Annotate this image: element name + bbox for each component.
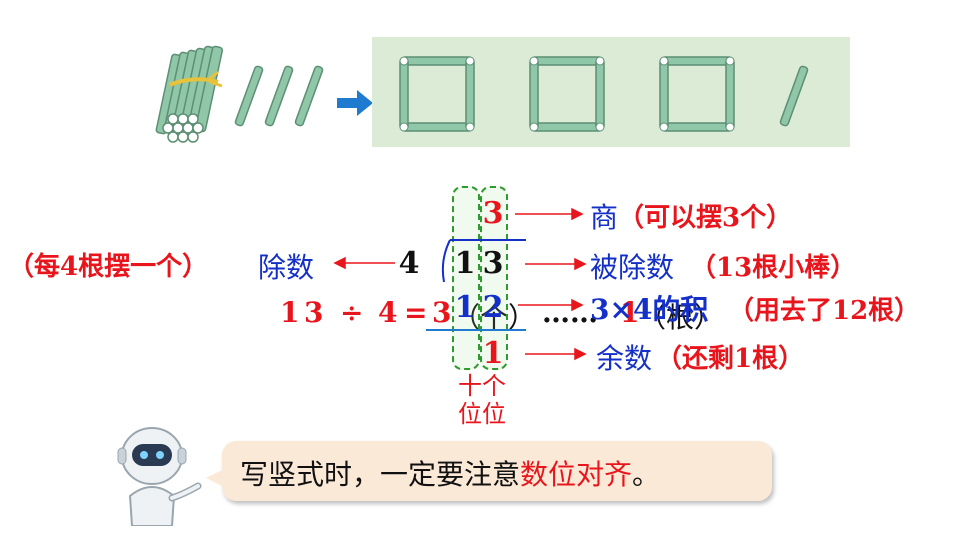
equation-remainder: 1 — [620, 296, 640, 329]
place-value-label: 十个 位位 — [452, 372, 512, 428]
arrow-remainder-icon — [525, 347, 587, 361]
arrow-divisor-icon — [333, 256, 395, 270]
stick-square-2-icon — [529, 56, 605, 132]
equation-divisor: 4 — [378, 296, 398, 329]
loose-sticks-icon — [234, 65, 324, 127]
product-ones-digit: 2 — [482, 290, 504, 325]
dividend-ones-digit: 3 — [482, 246, 504, 281]
leftover-stick-icon — [779, 65, 809, 127]
squares-panel — [372, 37, 850, 147]
equation-equals-sign: = — [404, 296, 428, 329]
dividend-tens-digit: 1 — [454, 246, 476, 281]
stick-bundle-icon — [155, 45, 224, 143]
speech-tail-icon — [206, 468, 226, 488]
arrow-right-icon — [337, 90, 373, 116]
equation-unit-ge: （个） — [452, 301, 537, 334]
ones-column-box — [480, 186, 508, 370]
stick-bundle-illustration — [155, 45, 324, 143]
remainder-digit: 1 — [482, 336, 504, 371]
equation-unit-gen: （根） — [638, 301, 723, 334]
divisor-digit: 4 — [398, 246, 420, 281]
long-division-lines — [426, 239, 526, 331]
remainder-label: 余数 — [596, 342, 653, 375]
place-value-line-2: 位位 — [458, 400, 506, 428]
arrow-quotient-icon — [515, 207, 584, 221]
equation-quotient: 3 — [432, 296, 452, 329]
equation-ellipsis: …… — [542, 296, 598, 329]
tip-text-end: 。 — [632, 458, 661, 491]
division-equation: 1 3 ÷ 4 = 3 （个） …… 1 （根） — [280, 148, 800, 334]
equation-divide-sign: ÷ — [340, 296, 364, 329]
divisor-note: （每4根摆一个） — [8, 252, 209, 282]
tip-text-main: 写竖式时，一定要注意 — [240, 458, 521, 491]
place-value-line-1: 十个 — [458, 372, 506, 400]
quotient-digit: 3 — [482, 196, 504, 231]
quotient-label: 商 — [590, 201, 619, 234]
equation-dividend-tens: 1 — [280, 296, 300, 329]
product-label: 3×4的积 — [590, 293, 709, 326]
product-tens-digit: 1 — [454, 290, 476, 325]
remainder-note: （还剩1根） — [656, 344, 805, 374]
stick-squares-illustration — [399, 56, 809, 132]
divisor-label: 除数 — [258, 251, 315, 284]
arrow-dividend-icon — [525, 257, 587, 271]
product-note: （用去了12根） — [728, 296, 921, 326]
tip-text-highlight: 数位对齐 — [520, 458, 633, 491]
tip-speech-bubble — [222, 441, 772, 501]
tens-column-box — [452, 186, 480, 370]
arrow-product-icon — [518, 298, 584, 312]
robot-icon — [117, 427, 202, 526]
dividend-label: 被除数 — [590, 251, 675, 284]
equation-dividend-ones: 3 — [304, 296, 324, 329]
quotient-note: （可以摆3个） — [618, 203, 793, 233]
dividend-note: （13根小棒） — [690, 253, 857, 283]
tip-text: 写竖式时，一定要注意数位对齐。 — [240, 453, 660, 493]
